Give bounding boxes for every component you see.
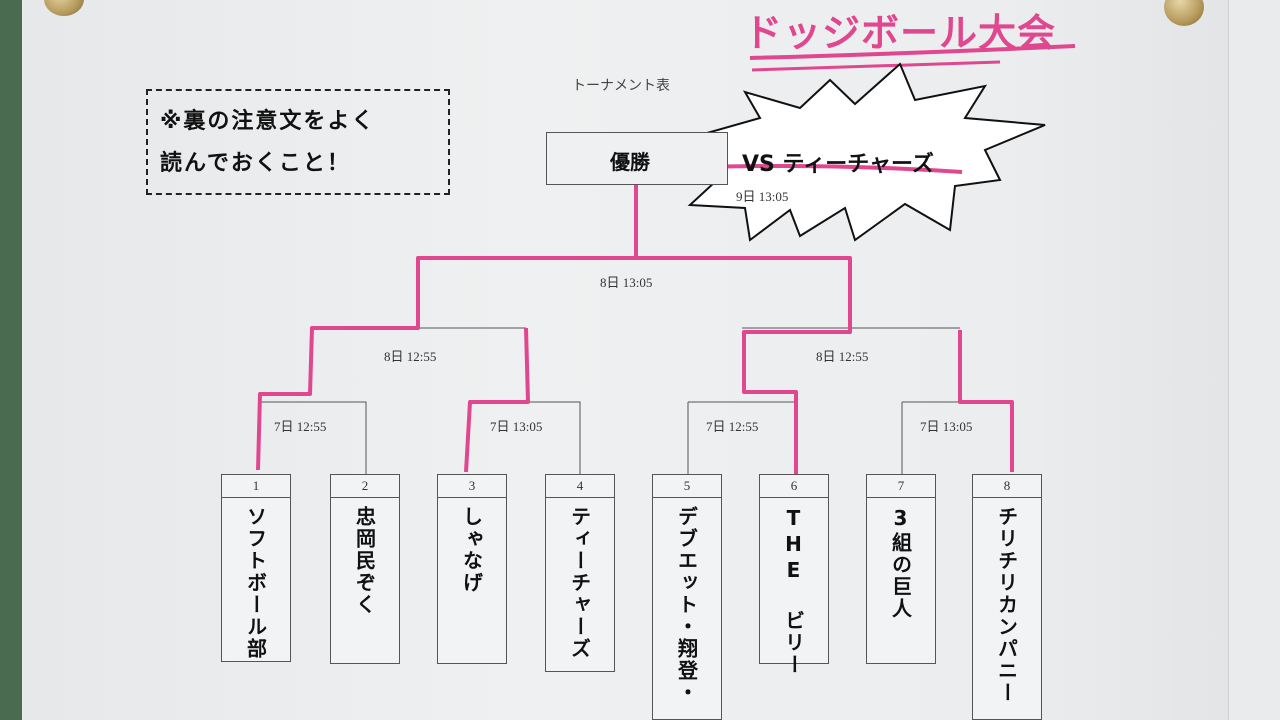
team-slot-8: 8 チリチリカンパニー [972,474,1042,720]
match-time-r1: 7日 12:55 [706,419,759,434]
team-name: THE ビリー [781,506,806,676]
team-name: しゃなげ [459,506,484,594]
team-name: ソフトボール部 [243,506,268,660]
final-result: VS ティーチャーズ [742,152,934,177]
notice-line: ※裏の注意文をよく [160,109,376,134]
team-slot-6: 6 THE ビリー [759,474,829,676]
winner-label: 優勝 [610,150,650,174]
team-number: 4 [546,475,614,498]
team-name: 忠岡民ぞく [352,506,377,616]
starburst-shape [666,62,1046,242]
team-name: 3組の巨人 [888,506,913,620]
title-underline [751,60,1001,72]
team-slot-5: 5 デブエット・翔登・ [652,474,722,720]
bracket-caption: トーナメント表 [572,78,670,94]
match-time-semi: 8日 13:05 [600,275,653,290]
team-number: 2 [331,475,399,498]
team-slot-7: 7 3組の巨人 [866,474,936,664]
pin-icon [44,0,84,16]
team-name: チリチリカンパニー [994,506,1019,704]
team-slot-2: 2 忠岡民ぞく [330,474,400,664]
notice-line: 読んでおくこと！ [160,151,351,176]
team-name: デブエット・翔登・ [674,506,699,704]
team-number: 8 [973,475,1041,498]
team-slot-3: 3 しゃなげ [437,474,507,664]
match-time-r1: 7日 13:05 [490,419,543,434]
match-time-r1: 7日 12:55 [274,419,327,434]
team-number: 1 [222,475,290,498]
final-time: 9日 13:05 [736,189,789,204]
team-number: 3 [438,475,506,498]
team-slot-4: 4 ティーチャーズ [545,474,615,672]
winner-box [546,132,728,185]
team-number: 5 [653,475,721,498]
match-time-r1: 7日 13:05 [920,419,973,434]
team-number: 7 [867,475,935,498]
team-name: ティーチャーズ [567,506,592,660]
team-slot-1: 1 ソフトボール部 [221,474,291,662]
adjacent-paper [1228,0,1280,720]
match-time-qf-right: 8日 12:55 [816,349,869,364]
team-number: 6 [760,475,828,498]
title-underline [749,44,1076,60]
match-time-qf-left: 8日 12:55 [384,349,437,364]
notice-box: ※裏の注意文をよく 読んでおくこと！ [146,89,450,195]
